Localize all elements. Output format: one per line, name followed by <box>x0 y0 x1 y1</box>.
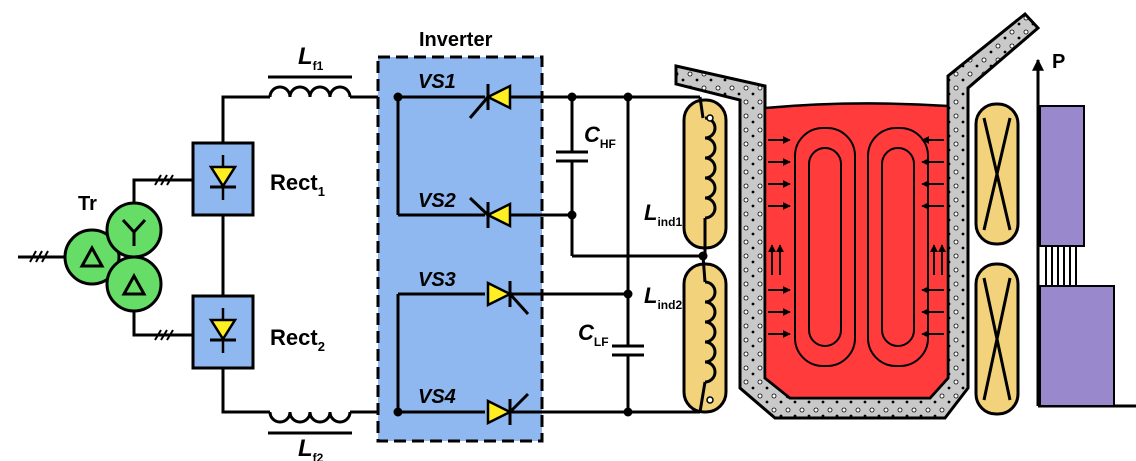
lind2-label: Lind2 <box>644 283 682 312</box>
lind1-label: Lind1 <box>644 200 682 229</box>
diode-bridge-icon <box>208 308 238 353</box>
vs1-label: VS1 <box>418 71 456 93</box>
flow-arrows <box>768 136 946 338</box>
melt-icon <box>763 102 950 400</box>
thyristor-vs1-icon <box>468 83 512 119</box>
capacitor-chf-icon <box>556 97 703 258</box>
power-distribution-chart <box>1032 58 1136 408</box>
lf1-label: Lf1 <box>298 43 324 73</box>
power-axis-label: P <box>1052 51 1065 73</box>
inductor-coil-icon <box>268 75 352 98</box>
chf-label: CHF <box>584 122 616 151</box>
capacitor-clf-icon <box>612 97 644 412</box>
transformer-output-lines <box>132 174 195 341</box>
inverter-label: Inverter <box>419 29 493 51</box>
vs3-label: VS3 <box>418 269 456 291</box>
vs4-label: VS4 <box>418 386 456 408</box>
inverter-box <box>376 55 544 443</box>
rectifier-1 <box>191 141 255 217</box>
induction-coil-1-icon <box>682 96 728 256</box>
clf-label: CLF <box>578 320 609 349</box>
inverter-wiring <box>396 95 700 414</box>
thyristor-vs4-icon <box>486 392 530 426</box>
induction-coil-2-icon <box>682 255 728 414</box>
lf2-label: Lf2 <box>298 435 324 461</box>
stirring-flow-icon <box>794 127 929 367</box>
inductor-coil-icon <box>268 411 352 435</box>
input-line <box>18 250 65 263</box>
rect2-label: Rect2 <box>270 325 325 354</box>
transformer-icon <box>63 201 163 313</box>
transformer-label: Tr <box>78 193 97 215</box>
diode-bridge-icon <box>208 155 238 200</box>
thyristor-vs3-icon <box>486 280 530 316</box>
rect1-label: Rect1 <box>270 170 325 199</box>
vs2-label: VS2 <box>418 190 456 212</box>
thyristor-vs2-icon <box>468 196 512 229</box>
dc-link-wires <box>221 95 270 414</box>
rectifier-2 <box>191 294 255 370</box>
coil-cross-section-lower-icon <box>974 262 1020 416</box>
coil-cross-section-upper-icon <box>974 102 1020 246</box>
